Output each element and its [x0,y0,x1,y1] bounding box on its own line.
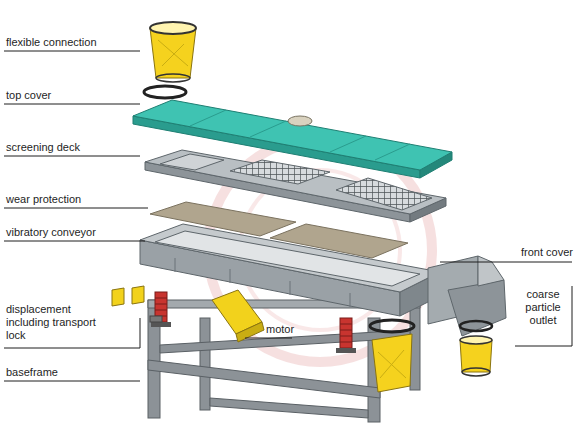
top-cover [133,100,452,178]
leader-line [4,51,572,381]
vibratory-conveyor [140,224,440,316]
part-label: front cover [521,246,573,259]
part-label: top cover [6,89,51,102]
flexible-connection [144,22,196,98]
part-label: coarse particle outlet [518,288,568,327]
baseframe [148,300,420,422]
flexible-connection [370,320,492,392]
part-label: wear protection [6,193,81,206]
part-label: baseframe [6,366,58,379]
front-cover [428,256,506,336]
part-label: displacement including transport lock [6,303,96,342]
motor [212,290,264,342]
part-label: flexible connection [6,36,97,49]
part-label: vibratory conveyor [6,226,96,239]
part-label: motor [266,323,294,336]
part-label: screening deck [6,141,80,154]
transport-lock [112,286,162,322]
